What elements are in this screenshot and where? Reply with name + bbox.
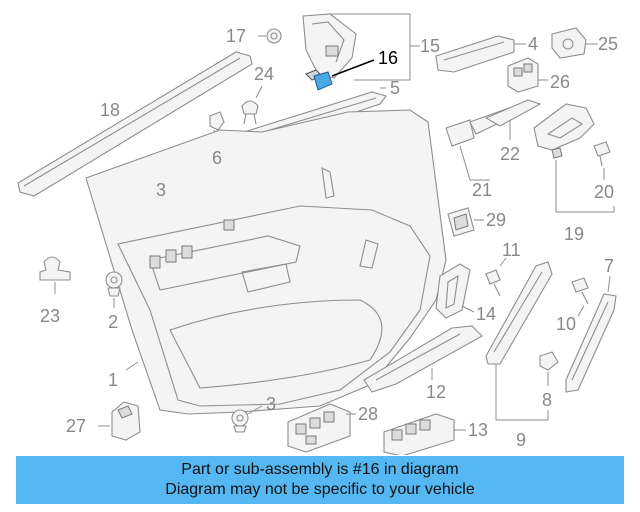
callout-labels: 17 24 18 6 3 15 16 5 4 25 26 22 21 20 19…	[40, 26, 618, 450]
callout-29: 29	[486, 210, 506, 230]
callout-14: 14	[476, 304, 496, 324]
part-24-clip	[241, 85, 263, 125]
callout-3-lower: 3	[266, 394, 276, 414]
callout-1: 1	[108, 370, 118, 390]
callout-10: 10	[556, 314, 576, 334]
part-28-window-switch	[287, 403, 356, 453]
callout-20: 20	[594, 182, 614, 202]
part-15-bracket	[302, 13, 420, 81]
callout-6: 6	[212, 148, 222, 168]
door-trim-exploded-diagram: 17 24 18 6 3 15 16 5 4 25 26 22 21 20 19…	[17, 13, 618, 455]
part-27-switch	[98, 401, 141, 441]
callout-13: 13	[468, 420, 488, 440]
part-20-screw	[593, 141, 611, 180]
part-10-bolt	[571, 277, 589, 317]
part-13-switch-panel	[383, 413, 466, 455]
callout-5: 5	[390, 78, 400, 98]
part-29-switch	[447, 207, 484, 237]
part-25-switch	[551, 27, 598, 59]
part-11-bolt	[485, 257, 507, 297]
part-8-clip	[539, 351, 559, 386]
part-9-armrest-molding	[485, 261, 553, 421]
callout-15: 15	[420, 36, 440, 56]
part-17-clip	[258, 28, 282, 44]
callout-25: 25	[598, 34, 618, 54]
callout-3-upper: 3	[156, 180, 166, 200]
part-23-clip	[39, 256, 71, 294]
part-3-fastener-lower	[231, 405, 263, 433]
part-12-armrest	[363, 325, 483, 393]
callout-7: 7	[604, 256, 614, 276]
callout-23: 23	[40, 306, 60, 326]
part-22-trim-strip	[484, 99, 542, 140]
callout-21: 21	[472, 180, 492, 200]
callout-9: 9	[516, 430, 526, 450]
part-14-handle-bezel	[435, 263, 475, 319]
callout-28: 28	[358, 404, 378, 424]
part-26-switch	[507, 57, 548, 93]
part-4-door-handle	[435, 35, 526, 73]
info-banner: Part or sub-assembly is #16 in diagram D…	[16, 456, 624, 504]
callout-26: 26	[550, 72, 570, 92]
banner-line-2: Diagram may not be specific to your vehi…	[165, 481, 475, 498]
part-18-weatherstrip	[17, 51, 253, 197]
callout-4: 4	[528, 34, 538, 54]
part-2-fastener	[105, 271, 123, 308]
callout-8: 8	[542, 390, 552, 410]
callout-16: 16	[378, 48, 398, 68]
callout-19: 19	[564, 224, 584, 244]
banner-line-1: Part or sub-assembly is #16 in diagram	[181, 461, 459, 478]
part-1-door-trim-panel	[85, 109, 447, 415]
part-19-handle-housing	[533, 103, 615, 213]
callout-2: 2	[108, 312, 118, 332]
callout-17: 17	[226, 26, 246, 46]
callout-11: 11	[502, 240, 521, 260]
callout-27: 27	[66, 416, 86, 436]
callout-18: 18	[100, 100, 120, 120]
callout-12: 12	[426, 382, 446, 402]
part-16-screw-highlighted	[305, 59, 375, 91]
part-7-trim-strip	[565, 275, 617, 393]
callout-24: 24	[254, 64, 274, 84]
callout-22: 22	[500, 144, 520, 164]
